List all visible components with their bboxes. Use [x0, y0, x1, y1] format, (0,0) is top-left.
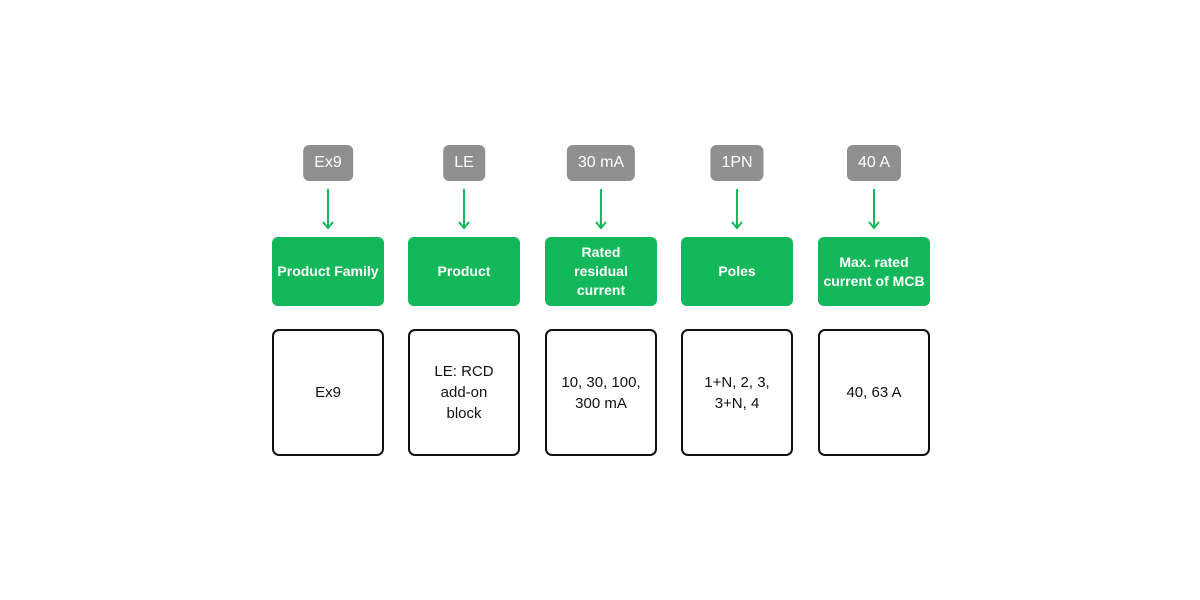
down-arrow-icon — [868, 189, 880, 230]
field-label: Rated residual current — [545, 237, 657, 306]
field-label: Max. rated current of MCB — [818, 237, 930, 306]
column-poles: 1PN Poles 1+N, 2, 3, 3+N, 4 — [681, 145, 793, 457]
field-value: 40, 63 A — [818, 329, 930, 456]
down-arrow-icon — [458, 189, 470, 230]
down-arrow-icon — [322, 189, 334, 230]
code-pill: 30 mA — [566, 145, 636, 181]
code-pill: 40 A — [846, 145, 902, 181]
column-product-family: Ex9 Product Family Ex9 — [272, 145, 384, 457]
field-value: 1+N, 2, 3, 3+N, 4 — [681, 329, 793, 456]
code-pill: LE — [443, 145, 485, 181]
column-product: LE Product LE: RCD add-on block — [408, 145, 520, 457]
field-value: LE: RCD add-on block — [408, 329, 520, 456]
column-rated-residual-current: 30 mA Rated residual current 10, 30, 100… — [545, 145, 657, 457]
code-pill: Ex9 — [303, 145, 353, 181]
field-value: Ex9 — [272, 329, 384, 456]
column-max-rated-current: 40 A Max. rated current of MCB 40, 63 A — [818, 145, 930, 457]
down-arrow-icon — [595, 189, 607, 230]
field-label: Product — [408, 237, 520, 306]
down-arrow-icon — [731, 189, 743, 230]
field-value: 10, 30, 100, 300 mA — [545, 329, 657, 456]
field-label: Poles — [681, 237, 793, 306]
code-pill: 1PN — [710, 145, 764, 181]
field-label: Product Family — [272, 237, 384, 306]
